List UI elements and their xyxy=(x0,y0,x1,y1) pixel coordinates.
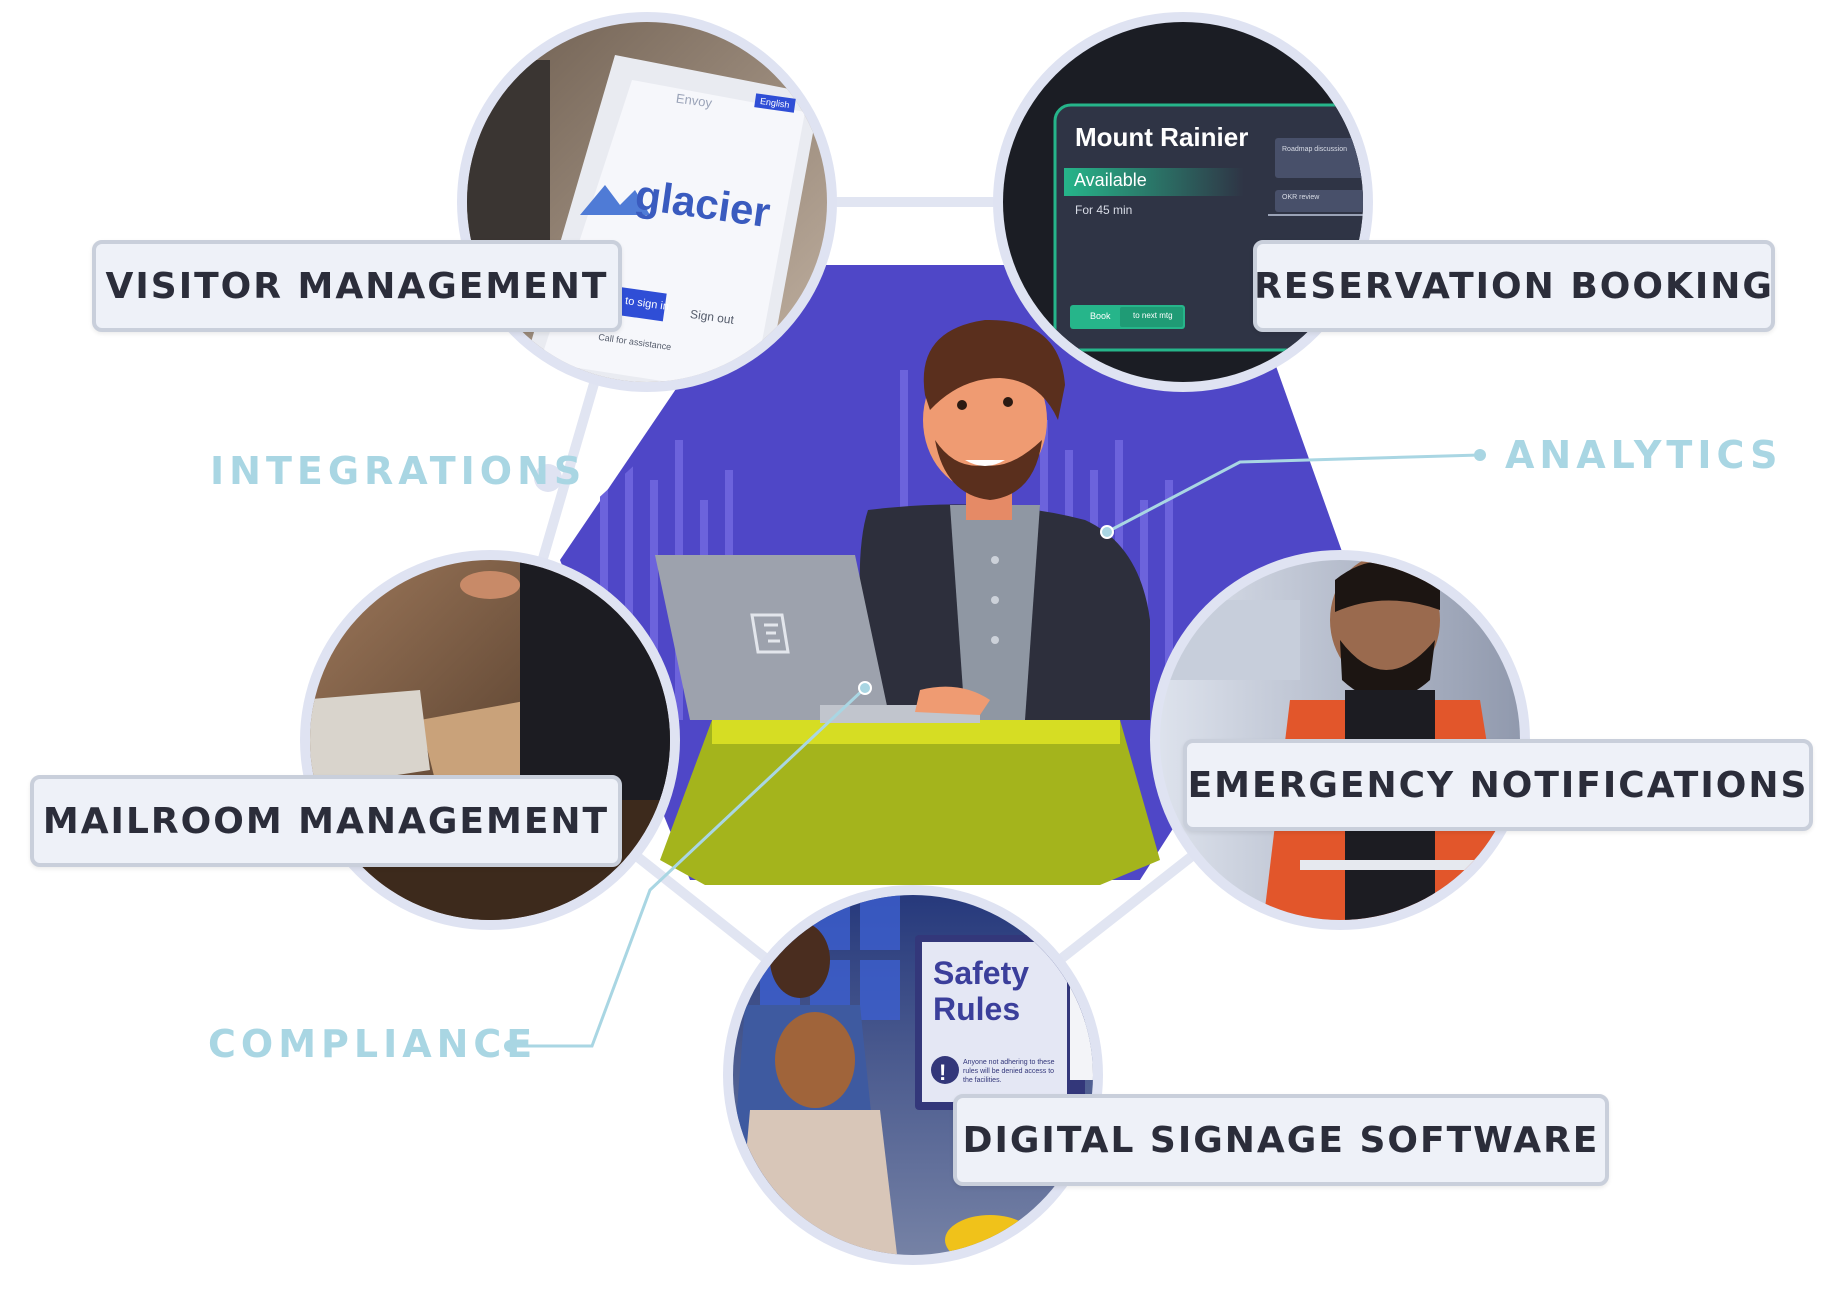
analytics-label: ANALYTICS xyxy=(1505,433,1783,477)
room-event-2: OKR review xyxy=(1282,194,1320,201)
room-name: Mount Rainier xyxy=(1075,122,1249,152)
laptop xyxy=(655,555,890,720)
digital-signage-software-label: DIGITAL SIGNAGE SOFTWARE xyxy=(953,1094,1609,1186)
reservation-booking-text: RESERVATION BOOKING xyxy=(1254,265,1774,307)
mailroom-management-label: MAILROOM MANAGEMENT xyxy=(30,775,622,867)
compliance-label: COMPLIANCE xyxy=(208,1022,538,1066)
visitor-management-label: VISITOR MANAGEMENT xyxy=(92,240,622,332)
signage-title-line1: Safety xyxy=(933,955,1030,991)
capability-connectors xyxy=(504,449,1486,1052)
room-next-meeting: to next mtg xyxy=(1133,311,1173,320)
mailroom-management-text: MAILROOM MANAGEMENT xyxy=(42,800,610,842)
room-duration: For 45 min xyxy=(1075,203,1133,217)
envoy-logo-icon xyxy=(750,613,790,654)
signage-title: Safety Rules xyxy=(933,955,1029,1027)
exclamation-icon: ! xyxy=(939,1060,947,1085)
emergency-notifications-text: EMERGENCY NOTIFICATIONS xyxy=(1187,764,1809,806)
signage-title-line2: Rules xyxy=(933,991,1021,1027)
room-book-button: Book xyxy=(1090,311,1111,321)
signage-notice: Anyone not adhering to these rules will … xyxy=(963,1059,1055,1084)
digital-signage-software-text: DIGITAL SIGNAGE SOFTWARE xyxy=(962,1119,1600,1161)
desk xyxy=(660,720,1160,885)
person-shirt xyxy=(950,505,1040,720)
room-status: Available xyxy=(1074,170,1147,190)
emergency-notifications-label: EMERGENCY NOTIFICATIONS xyxy=(1183,739,1813,831)
room-event-1: Roadmap discussion xyxy=(1282,146,1347,153)
central-illustration xyxy=(560,265,1345,885)
integrations-label: INTEGRATIONS xyxy=(210,449,587,493)
person-hair xyxy=(923,319,1065,420)
person-beard xyxy=(935,440,1042,500)
visitor-management-text: VISITOR MANAGEMENT xyxy=(105,265,609,307)
reservation-booking-label: RESERVATION BOOKING xyxy=(1253,240,1775,332)
